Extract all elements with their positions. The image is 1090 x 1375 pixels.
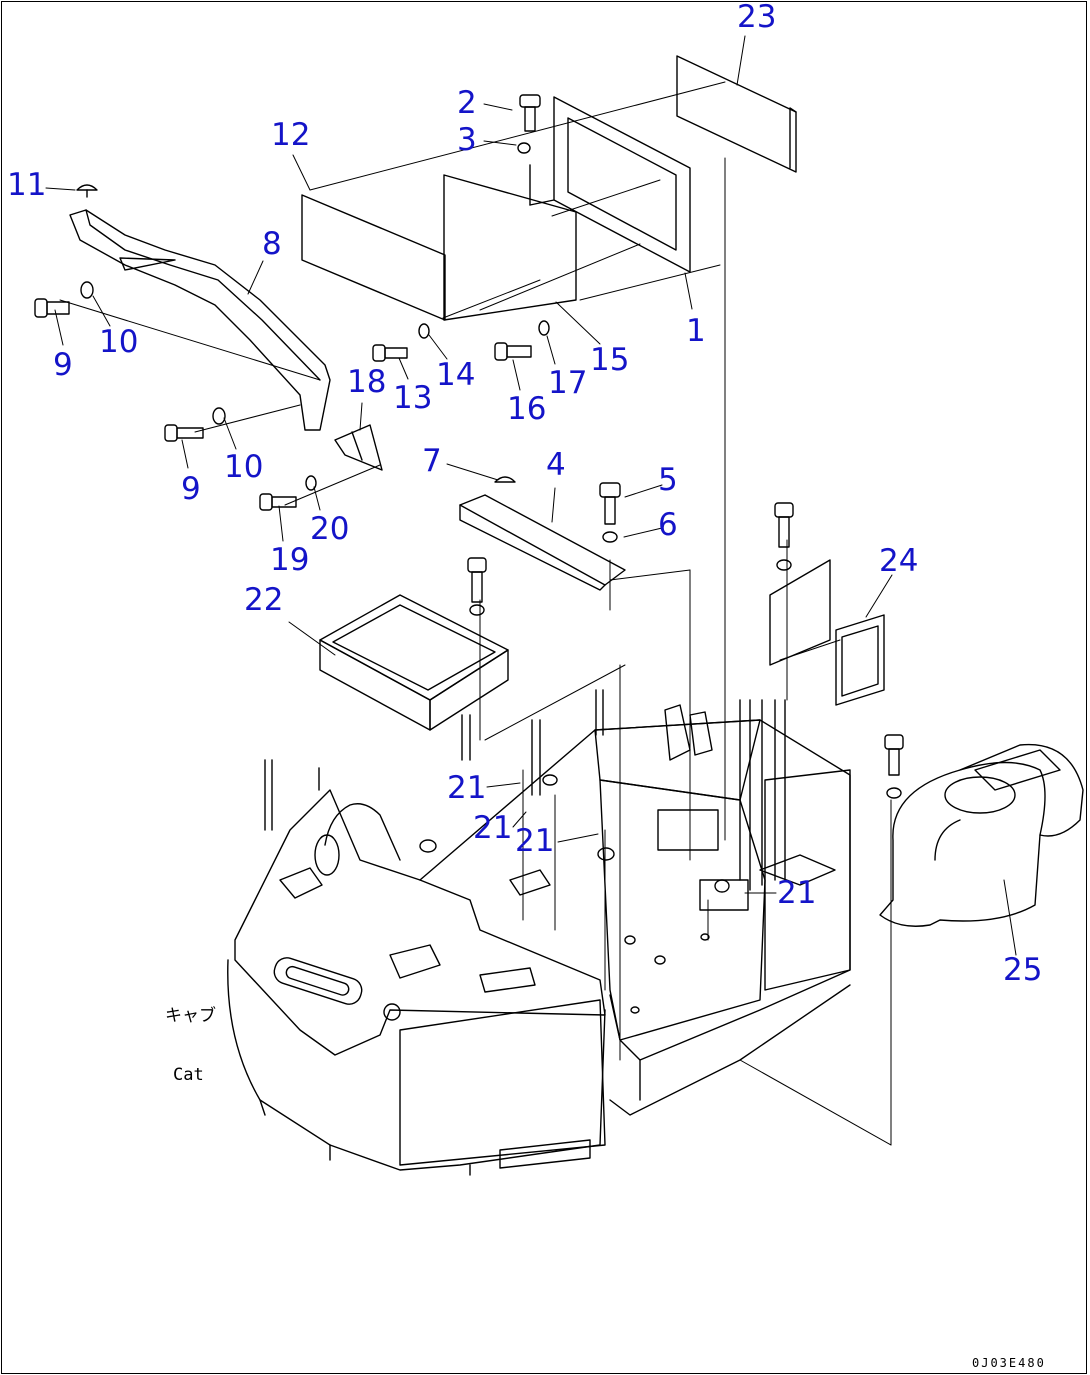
callout-24: 24	[879, 543, 919, 579]
callout-8: 8	[262, 226, 282, 262]
cab-label-jp: キャブ	[165, 1006, 216, 1027]
drawing-code: 0J03E480	[972, 1356, 1046, 1370]
bolt-2	[519, 94, 541, 132]
callout-19: 19	[270, 542, 310, 578]
bolt-5	[599, 482, 621, 525]
callout-10-lower: 10	[224, 449, 264, 485]
callout-12: 12	[271, 117, 311, 153]
callout-21-a: 21	[447, 770, 487, 806]
callout-4: 4	[546, 447, 566, 483]
callout-21-d: 21	[777, 875, 817, 911]
callout-2: 2	[457, 85, 477, 121]
callout-5: 5	[658, 462, 678, 498]
washer-14	[418, 323, 430, 339]
callout-20: 20	[310, 511, 350, 547]
callout-22: 22	[244, 582, 284, 618]
part-15-panel	[443, 174, 577, 321]
callout-16: 16	[507, 391, 547, 427]
cap-7	[494, 476, 516, 483]
part-1-frame	[529, 96, 691, 273]
callout-15: 15	[590, 342, 630, 378]
bolt-25	[884, 734, 904, 799]
part-23-plate	[676, 55, 797, 173]
washer-20	[305, 475, 317, 491]
bolt-9-lower	[164, 424, 204, 442]
washer-10-upper	[80, 281, 94, 299]
bracket-18	[334, 424, 383, 471]
part-25-cover	[879, 743, 1084, 927]
part-24-plate	[835, 614, 885, 706]
cap-11	[76, 184, 98, 198]
callout-10-upper: 10	[99, 324, 139, 360]
callout-18: 18	[347, 364, 387, 400]
cab-label-en: Cat	[173, 1064, 204, 1085]
cab-floor-assembly	[227, 689, 851, 1176]
bolt-24	[774, 502, 794, 571]
callout-9-lower: 9	[181, 471, 201, 507]
callout-21-c: 21	[515, 823, 555, 859]
bolt-16	[494, 342, 532, 361]
callout-3: 3	[457, 122, 477, 158]
washer-6	[602, 531, 618, 543]
callout-6: 6	[658, 507, 678, 543]
bolt-19	[259, 493, 297, 511]
callout-11: 11	[7, 167, 47, 203]
bolt-22	[467, 557, 487, 616]
callout-14: 14	[436, 357, 476, 393]
cab-label: キャブ Cat	[165, 968, 216, 1124]
washer-10-lower	[212, 407, 226, 425]
washer-3	[517, 142, 531, 154]
callout-1: 1	[686, 313, 706, 349]
washer-17	[538, 320, 550, 336]
callout-23: 23	[737, 0, 777, 35]
bolt-13	[372, 344, 408, 362]
callout-25: 25	[1003, 952, 1043, 988]
callout-13: 13	[393, 380, 433, 416]
part-22-box	[319, 594, 509, 731]
callout-17: 17	[548, 365, 588, 401]
bolt-9-upper	[34, 298, 70, 318]
callout-9-upper: 9	[53, 347, 73, 383]
part-8-bracket	[69, 209, 331, 431]
callout-21-b: 21	[473, 810, 513, 846]
part-24-bracket	[769, 559, 831, 666]
part-12-panel	[301, 194, 446, 321]
callout-7: 7	[422, 443, 442, 479]
bracket-4	[459, 494, 626, 591]
